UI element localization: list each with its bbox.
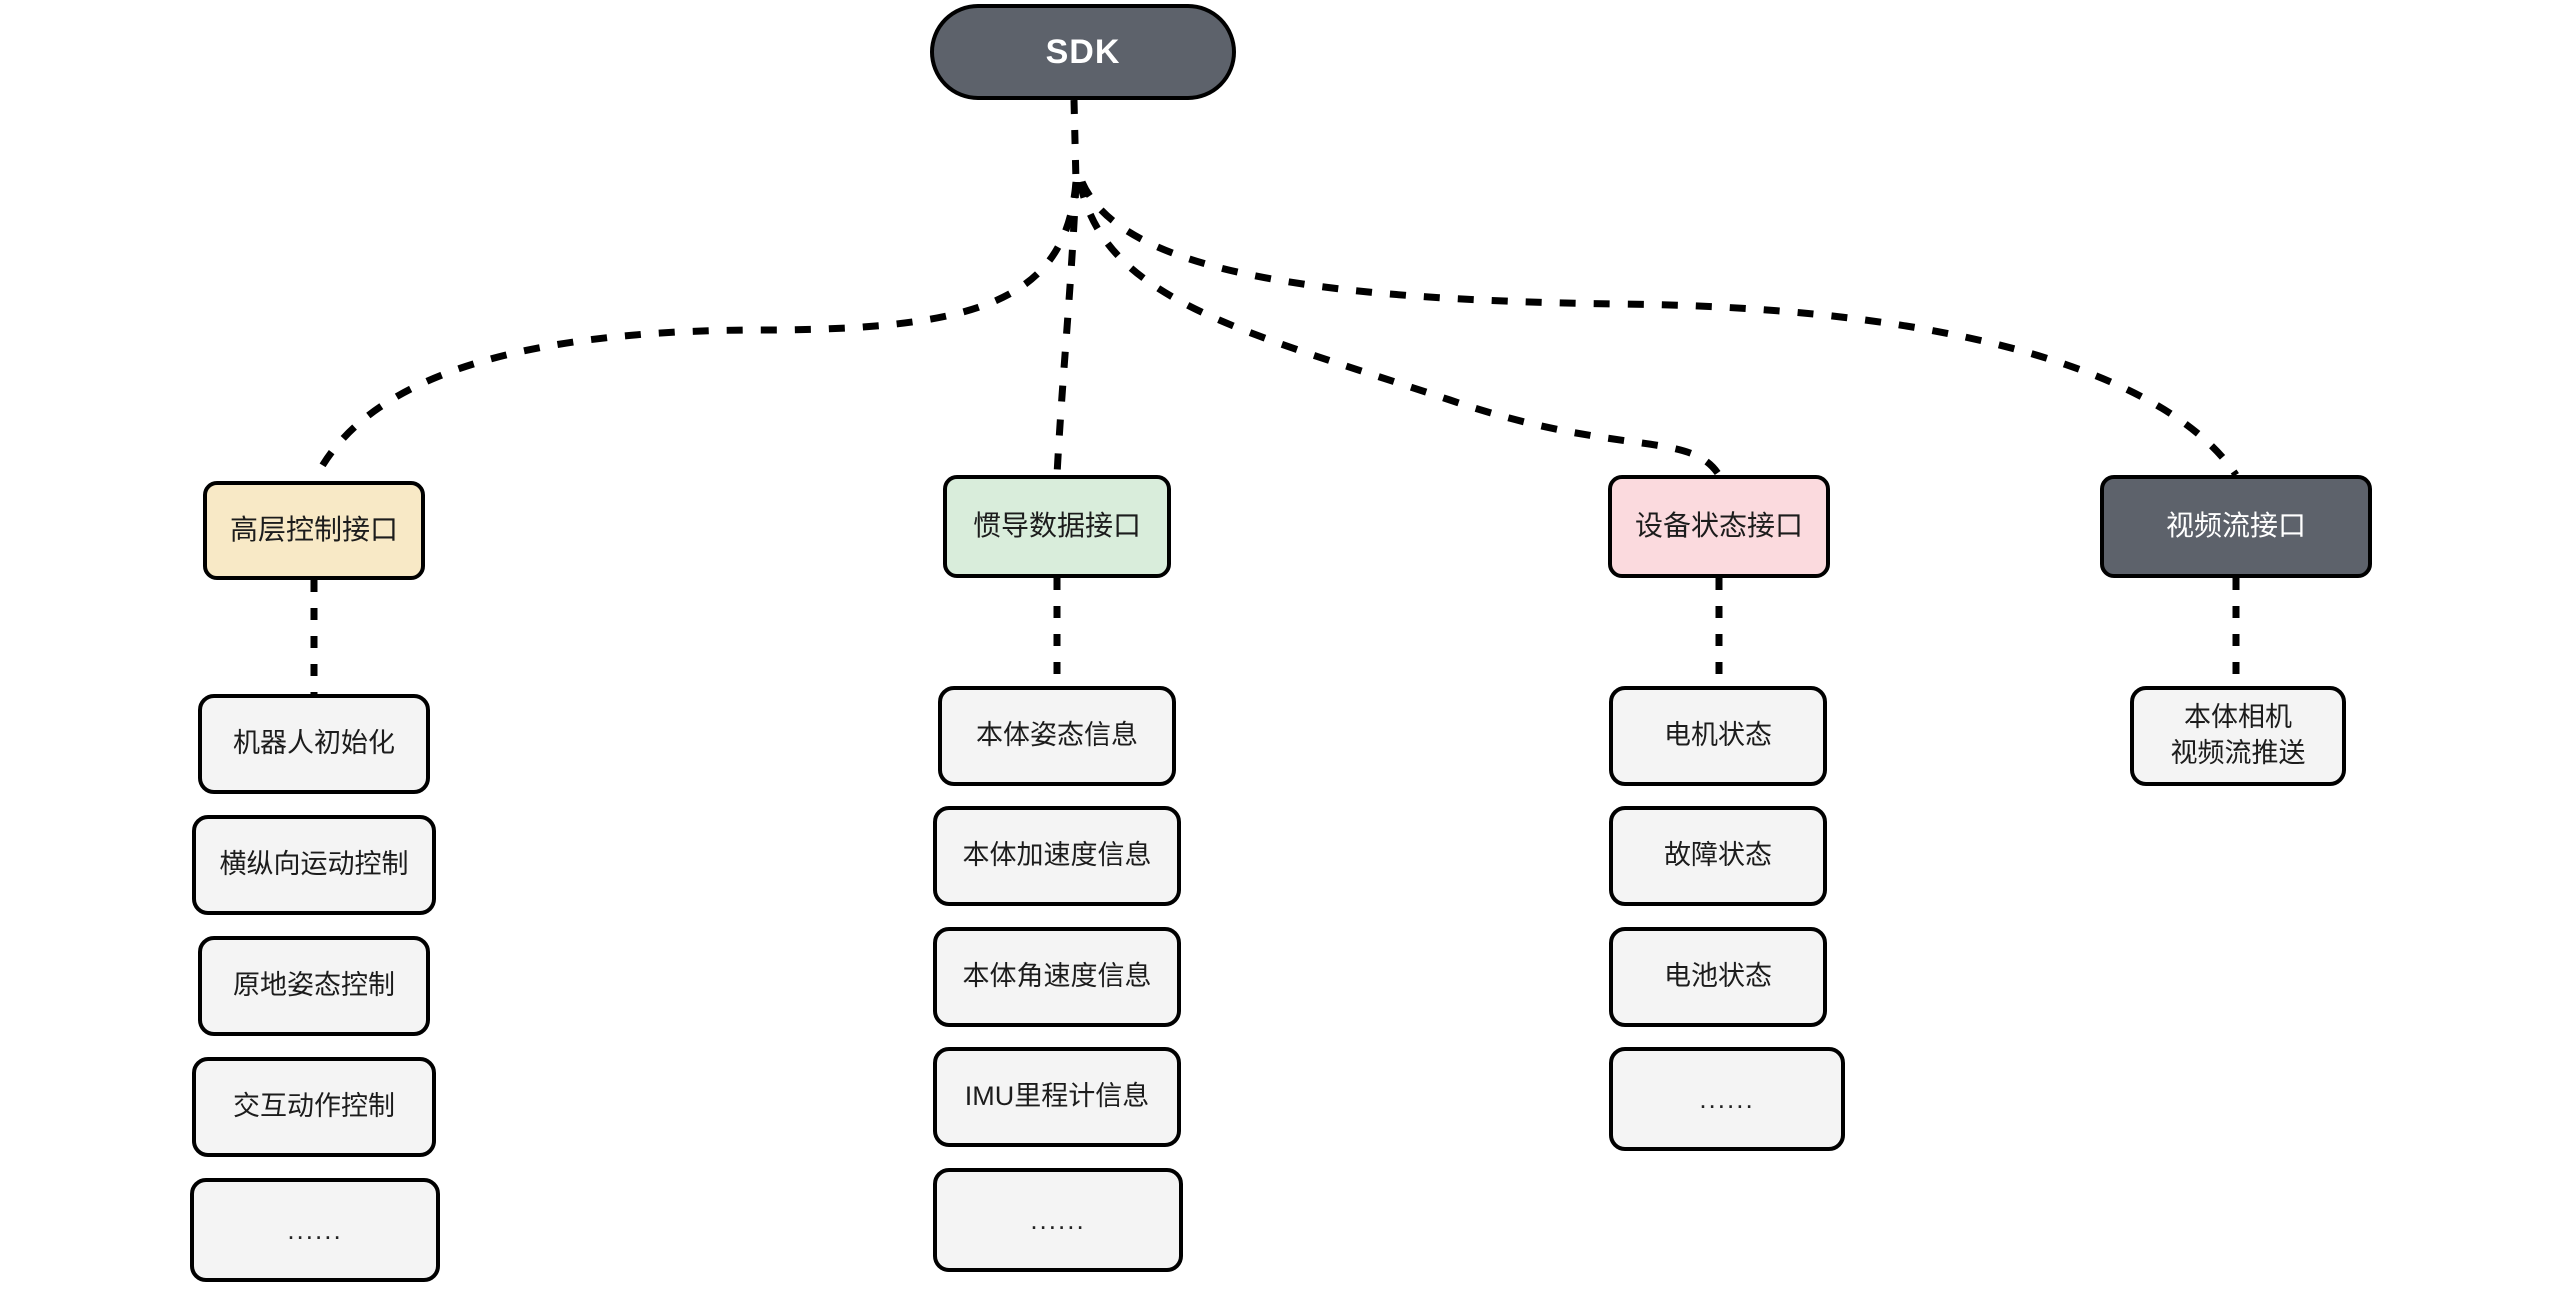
leaf-node-body-acceleration-info[interactable]: 本体加速度信息 xyxy=(933,806,1181,906)
leaf-node-in-place-posture-control[interactable]: 原地姿态控制 xyxy=(198,936,430,1036)
leaf-node-robot-initialization[interactable]: 机器人初始化 xyxy=(198,694,430,794)
leaf-node-body-angular-velocity-info[interactable]: 本体角速度信息 xyxy=(933,927,1181,1027)
leaf-node-body-attitude-info[interactable]: 本体姿态信息 xyxy=(938,686,1176,786)
leaf-node-device-status-more[interactable]: ...... xyxy=(1609,1047,1845,1151)
edge-root-to-inertial-data xyxy=(1053,181,1080,476)
leaf-node-body-camera-video-push[interactable]: 本体相机 视频流推送 xyxy=(2130,686,2346,786)
category-node-high-level-control[interactable]: 高层控制接口 xyxy=(203,481,425,580)
category-node-video-stream[interactable]: 视频流接口 xyxy=(2100,475,2372,578)
edge-root-to-device-status xyxy=(1076,181,1722,477)
category-node-inertial-data[interactable]: 惯导数据接口 xyxy=(943,475,1171,578)
leaf-node-motor-status[interactable]: 电机状态 xyxy=(1609,686,1827,786)
leaf-node-inertial-data-more[interactable]: ...... xyxy=(933,1168,1183,1272)
edge-root-to-high-level-control xyxy=(310,181,1080,483)
edge-root-to-video-stream xyxy=(1078,180,2239,477)
edge-root-stem xyxy=(1070,99,1080,183)
leaf-node-fault-status[interactable]: 故障状态 xyxy=(1609,806,1827,906)
leaf-node-imu-odometry-info[interactable]: IMU里程计信息 xyxy=(933,1047,1181,1147)
category-node-device-status[interactable]: 设备状态接口 xyxy=(1608,475,1830,578)
root-node-sdk[interactable]: SDK xyxy=(930,4,1236,100)
leaf-node-interactive-action-control[interactable]: 交互动作控制 xyxy=(192,1057,436,1157)
leaf-node-high-level-control-more[interactable]: ...... xyxy=(190,1178,440,1282)
leaf-node-lateral-longitudinal-motion-control[interactable]: 横纵向运动控制 xyxy=(192,815,436,915)
leaf-node-battery-status[interactable]: 电池状态 xyxy=(1609,927,1827,1027)
